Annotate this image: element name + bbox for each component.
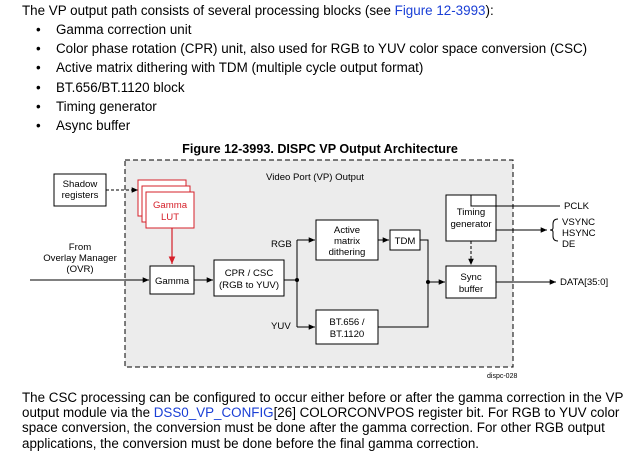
bt-line2: BT.1120 [330, 329, 365, 340]
gamma-lut-line2: LUT [161, 212, 179, 223]
timing-line1: Timing [457, 207, 485, 218]
from-line2: Overlay Manager [43, 253, 117, 264]
vsync-label: VSYNC [562, 217, 595, 228]
tdm-label: TDM [395, 236, 416, 247]
sync-line1: Sync [460, 272, 482, 283]
list-item: BT.656/BT.1120 block [36, 78, 587, 97]
data-label: DATA[35:0] [560, 277, 608, 288]
de-label: DE [562, 239, 575, 250]
timing-line2: generator [450, 219, 492, 230]
list-item: Active matrix dithering with TDM (multip… [36, 58, 587, 77]
pclk-line [470, 195, 560, 207]
gamma-lut-box [145, 191, 195, 229]
processing-blocks-list: Gamma correction unit Color phase rotati… [36, 20, 587, 135]
yuv-label: YUV [271, 321, 291, 332]
list-item: Timing generator [36, 97, 587, 116]
dithering-box [315, 219, 379, 261]
shadow-line2: registers [62, 190, 99, 201]
closing-paragraph: The CSC processing can be configured to … [22, 390, 632, 451]
gamma-lut-line1: Gamma [153, 200, 188, 211]
sync-line2: buffer [459, 284, 484, 295]
intro-text-end: ): [485, 3, 494, 18]
dither-line2: matrix [334, 236, 360, 247]
intro-text: The VP output path consists of several p… [22, 3, 395, 18]
list-item: Gamma correction unit [36, 20, 587, 39]
shadow-line1: Shadow [63, 179, 98, 190]
rgb-label: RGB [271, 239, 292, 250]
list-item: Color phase rotation (CPR) unit, also us… [36, 39, 587, 58]
dither-line3: dithering [329, 247, 366, 258]
gamma-box [149, 265, 195, 295]
list-item: Async buffer [36, 116, 587, 135]
cpr-line1: CPR / CSC [225, 268, 274, 279]
outro-text: The CSC processing can be configured to … [22, 390, 624, 421]
gamma-label: Gamma [155, 276, 190, 287]
bt-to-merge-line [378, 282, 429, 328]
cpr-csc-box [213, 259, 285, 297]
figure-title: Figure 12-3993. DISPC VP Output Architec… [182, 142, 458, 156]
outro-text-end: [26] COLORCONVPOS register bit. For RGB … [22, 405, 620, 451]
from-line3: (OVR) [66, 264, 93, 275]
pclk-label: PCLK [564, 201, 590, 212]
cpr-line2: (RGB to YUV) [219, 280, 279, 291]
figure-reference-link[interactable]: Figure 12-3993 [394, 3, 486, 18]
from-line1: From [69, 242, 91, 253]
dither-line1: Active [334, 225, 360, 236]
vp-region-label: Video Port (VP) Output [266, 172, 364, 183]
output-brace [549, 218, 559, 242]
figure-ref-id: dispc-028 [487, 373, 517, 380]
register-link[interactable]: DSS0_VP_CONFIG [153, 405, 274, 421]
intro-paragraph: The VP output path consists of several p… [22, 2, 494, 20]
bt-line1: BT.656 / [329, 317, 365, 328]
tdm-to-merge-line [420, 239, 429, 282]
hsync-label: HSYNC [562, 228, 596, 239]
